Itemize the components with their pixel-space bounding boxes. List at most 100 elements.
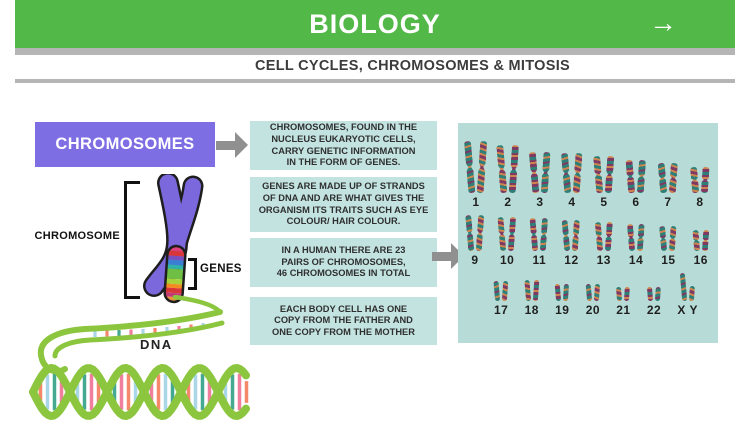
pair-label: 12 bbox=[564, 253, 579, 267]
pair-label: 19 bbox=[555, 303, 570, 317]
subtitle-divider bbox=[15, 79, 735, 83]
chromatid bbox=[654, 286, 661, 302]
karyotype-row: 17 18 19 20 21 22 X Y bbox=[458, 272, 718, 317]
chromatid bbox=[496, 145, 507, 193]
chromosome-pair: 9 bbox=[468, 215, 482, 267]
chromatid bbox=[532, 279, 540, 302]
gene-bands bbox=[163, 244, 187, 304]
pair-label: 2 bbox=[504, 195, 512, 209]
chromatid bbox=[509, 145, 519, 193]
chromatid bbox=[529, 152, 540, 193]
pair-label: 11 bbox=[532, 253, 547, 267]
pair-label: 7 bbox=[664, 195, 672, 209]
pair-label: 5 bbox=[600, 195, 608, 209]
dna-label: DNA bbox=[140, 337, 173, 352]
pair-label: 17 bbox=[494, 303, 509, 317]
chromosome-arm bbox=[169, 178, 201, 252]
chromatid bbox=[593, 283, 600, 302]
next-arrow-icon[interactable]: → bbox=[649, 7, 677, 38]
chromosome-pair: 15 bbox=[661, 226, 675, 267]
chromatid bbox=[476, 215, 484, 251]
pair-label: 13 bbox=[596, 253, 611, 267]
chromatid bbox=[497, 217, 506, 251]
right-arrow-icon bbox=[216, 132, 248, 158]
pair-label: 15 bbox=[661, 253, 676, 267]
chromatid bbox=[688, 285, 695, 302]
pair-label: 1 bbox=[472, 195, 480, 209]
chromatid bbox=[477, 141, 488, 193]
chromatid bbox=[540, 218, 548, 251]
pair-label: 10 bbox=[499, 253, 515, 267]
chromosome-pair: 19 bbox=[554, 283, 570, 317]
chromatid bbox=[679, 272, 687, 302]
chromatid bbox=[465, 215, 474, 251]
chromatid bbox=[562, 220, 571, 251]
chromosome-pair: 18 bbox=[524, 279, 540, 317]
chromosomes-heading: CHROMOSOMES bbox=[35, 122, 215, 167]
chromatid bbox=[659, 226, 667, 251]
chromosome-pair: 1 bbox=[468, 141, 484, 209]
chromatid bbox=[563, 283, 570, 302]
pair-label: 16 bbox=[693, 253, 708, 267]
pair-label: 22 bbox=[646, 303, 662, 317]
dna-helix-illustration bbox=[29, 295, 250, 421]
chromatid bbox=[585, 283, 592, 302]
chromosome-pair: 14 bbox=[629, 224, 643, 267]
chromatid bbox=[669, 226, 677, 251]
genes-bracket bbox=[188, 258, 197, 290]
chromosome-pair: 4 bbox=[564, 153, 580, 209]
chromosome-pair: 7 bbox=[660, 163, 676, 209]
pair-label: 14 bbox=[628, 253, 644, 267]
chromosome-label: CHROMOSOME bbox=[34, 230, 120, 242]
chromosome-bracket bbox=[124, 181, 140, 299]
fact-box: CHROMOSOMES, FOUND IN THE NUCLEUS EUKARY… bbox=[250, 121, 437, 170]
chromatid bbox=[541, 152, 551, 193]
chromatid bbox=[624, 286, 631, 302]
chromatid bbox=[702, 230, 709, 251]
chromatid bbox=[616, 286, 623, 302]
chromatid bbox=[572, 220, 580, 251]
chromatid bbox=[493, 280, 501, 302]
chromosome-pair: 8 bbox=[692, 167, 708, 209]
chromosome-pair: 13 bbox=[597, 222, 611, 267]
pair-label: X Y bbox=[677, 303, 698, 317]
chromosome-pair: 20 bbox=[585, 283, 601, 317]
page-title: BIOLOGY bbox=[309, 8, 441, 39]
chromatid bbox=[658, 163, 668, 193]
dna-double-helix bbox=[29, 363, 250, 421]
chromatid bbox=[692, 230, 700, 251]
chromosome-pair: 16 bbox=[694, 230, 708, 267]
chromatid bbox=[573, 153, 583, 193]
chromatid bbox=[524, 279, 531, 302]
pair-label: 18 bbox=[524, 303, 539, 317]
chromosome-pair: 3 bbox=[532, 152, 548, 209]
chromatid bbox=[595, 222, 604, 251]
chromatid bbox=[669, 163, 678, 193]
pair-label: 20 bbox=[585, 303, 601, 317]
chromatid bbox=[530, 218, 539, 251]
chromosome-pair: 6 bbox=[628, 160, 644, 209]
pair-label: 3 bbox=[536, 195, 544, 209]
chromatid bbox=[701, 167, 710, 193]
genes-label: GENES bbox=[200, 263, 242, 275]
header-divider bbox=[15, 48, 735, 55]
fact-box: EACH BODY CELL HAS ONE COPY FROM THE FAT… bbox=[250, 297, 437, 345]
page-subtitle: CELL CYCLES, CHROMOSOMES & MITOSIS bbox=[255, 58, 570, 74]
chromatid bbox=[561, 153, 571, 193]
chromosome-pair: 2 bbox=[500, 145, 516, 209]
chromatid bbox=[646, 286, 654, 302]
chromosome-pair: 17 bbox=[493, 280, 509, 317]
chromatid bbox=[605, 156, 615, 193]
header-bar: BIOLOGY bbox=[15, 0, 735, 48]
pair-label: 8 bbox=[696, 195, 704, 209]
chromatid bbox=[464, 141, 476, 193]
chromatid bbox=[605, 222, 613, 251]
chromosome-illustration bbox=[143, 174, 204, 304]
chromatid bbox=[637, 160, 646, 193]
chromosome-pair: 21 bbox=[616, 286, 631, 317]
chromosome-pair: 10 bbox=[500, 217, 514, 267]
karyotype-row: 1 2 3 4 5 6 7 8 bbox=[458, 129, 718, 209]
chromatid bbox=[627, 224, 635, 251]
